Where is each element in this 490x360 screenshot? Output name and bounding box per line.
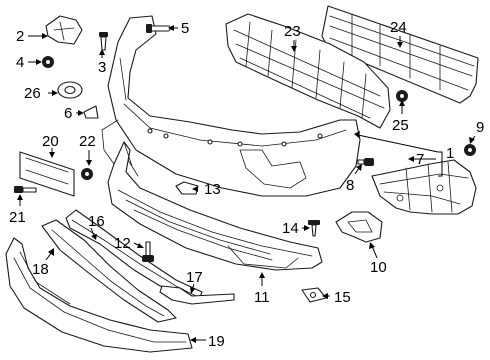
screw-14: [308, 220, 320, 237]
callout-9: 9: [476, 119, 484, 136]
callout-labels: 2 4 3 5 26 6 20 22 21 16 18 12 13 23 24 …: [9, 19, 484, 350]
screw-3: [99, 32, 108, 51]
callout-18: 18: [32, 261, 49, 278]
grommet-26: [57, 81, 83, 99]
callout-24: 24: [390, 19, 407, 36]
nut-4: [42, 56, 54, 68]
callout-25: 25: [392, 117, 409, 134]
bolt-12: [142, 241, 154, 262]
bumper-cover: [107, 15, 361, 197]
callout-23: 23: [284, 23, 301, 40]
lower-molding: [159, 285, 235, 305]
clip-6: [83, 105, 99, 119]
nut-22: [81, 168, 93, 180]
bolt-5: [146, 24, 171, 33]
license-plate-bracket: [19, 151, 75, 197]
clip-15: [301, 287, 327, 303]
callout-13: 13: [204, 181, 221, 198]
callout-1: 1: [446, 145, 454, 162]
callout-2: 2: [16, 28, 24, 45]
callout-17: 17: [186, 269, 203, 286]
lower-cover: [101, 119, 323, 271]
fog-lamp-bezel: [335, 211, 383, 243]
callout-19: 19: [208, 333, 225, 350]
callout-21: 21: [9, 209, 26, 226]
callout-22: 22: [79, 133, 96, 150]
screw-21: [14, 186, 37, 193]
leader-lines: [17, 25, 476, 343]
callout-15: 15: [334, 289, 351, 306]
bracket-clip: [45, 15, 83, 45]
callout-14: 14: [282, 220, 299, 237]
bumper-bracket: [371, 159, 477, 215]
callout-26: 26: [24, 85, 41, 102]
nut-25: [396, 90, 408, 102]
callout-4: 4: [16, 54, 24, 71]
reinforcement-beam: [321, 5, 479, 104]
callout-20: 20: [42, 133, 59, 150]
lower-valance: [5, 237, 193, 353]
energy-absorber: [225, 13, 391, 129]
callout-12: 12: [114, 235, 131, 252]
callout-16: 16: [88, 213, 105, 230]
callout-3: 3: [98, 59, 106, 76]
callout-5: 5: [181, 20, 189, 37]
callout-8: 8: [346, 177, 354, 194]
callout-11: 11: [254, 289, 270, 306]
screw-8: [357, 158, 374, 166]
callout-6: 6: [64, 105, 72, 122]
grille-panel: [41, 219, 177, 323]
callout-7: 7: [416, 151, 424, 168]
callout-10: 10: [370, 259, 387, 276]
nut-9: [464, 144, 476, 156]
